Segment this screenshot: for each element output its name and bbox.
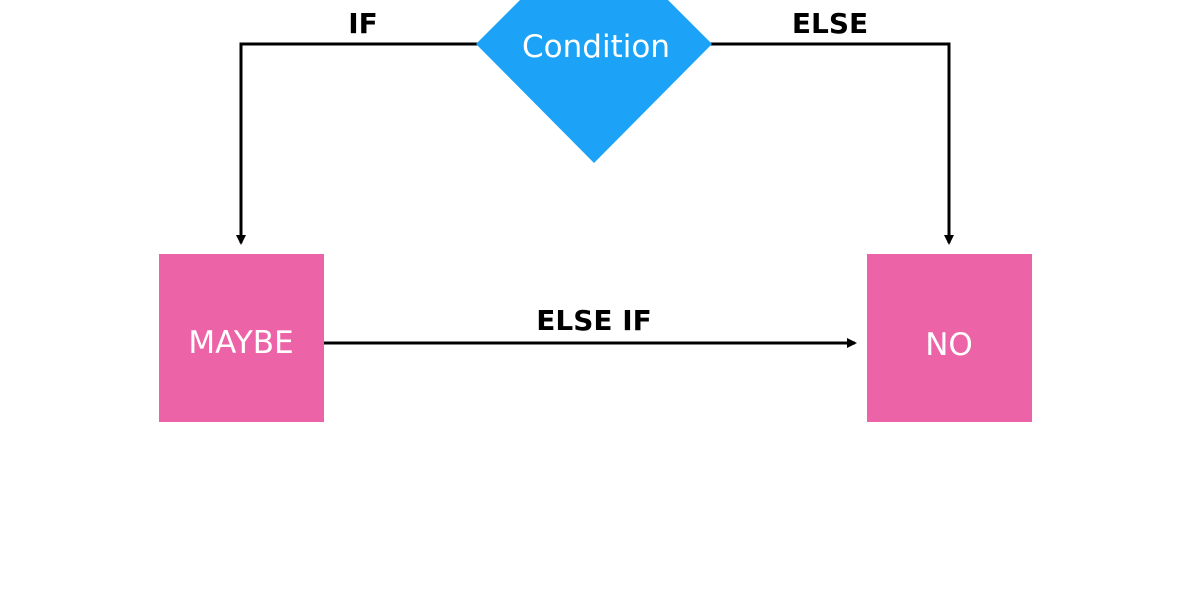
else-if-edge-label: ELSE IF (536, 304, 652, 337)
maybe-label: MAYBE (188, 325, 293, 361)
no-box (867, 254, 1032, 422)
condition-label: Condition (522, 29, 670, 65)
maybe-box (159, 254, 324, 422)
if-connector (236, 42, 478, 245)
else-connector (710, 42, 954, 245)
condition-diamond (476, 0, 712, 163)
no-label: NO (925, 327, 973, 363)
if-edge-label: IF (348, 7, 378, 40)
else-edge-label: ELSE (792, 7, 868, 40)
